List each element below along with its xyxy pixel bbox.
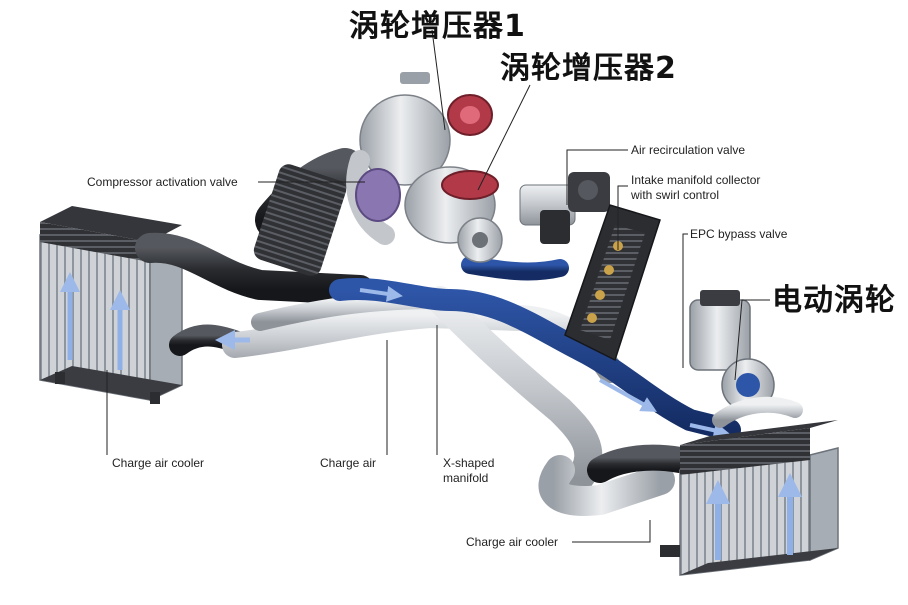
- air-recirculation-valve: [519, 172, 610, 244]
- electric-compressor: [689, 290, 803, 428]
- charge-air-channel: [329, 256, 741, 441]
- label-turbo-2: 涡轮增压器2: [500, 51, 677, 86]
- label-air-recirculation-valve: Air recirculation valve: [631, 143, 746, 157]
- label-turbo-1: 涡轮增压器1: [349, 9, 526, 44]
- label-x-manifold-line1: X-shaped: [443, 456, 495, 470]
- bottom-charge-air-cooler: [660, 420, 839, 576]
- label-charge-air-cooler-bottom: Charge air cooler: [466, 535, 559, 549]
- left-charge-air-cooler: [39, 206, 183, 404]
- label-charge-air-cooler-left: Charge air cooler: [112, 456, 205, 470]
- label-epc-bypass-valve: EPC bypass valve: [690, 227, 788, 241]
- label-compressor-activation-valve: Compressor activation valve: [87, 175, 238, 189]
- label-intake-manifold-line1: Intake manifold collector: [631, 173, 761, 187]
- label-x-manifold-line2: manifold: [443, 471, 489, 485]
- label-intake-manifold-line2: with swirl control: [631, 188, 720, 202]
- label-electric-turbo: 电动涡轮: [772, 283, 896, 318]
- leader-lines: [106, 29, 770, 543]
- label-charge-air: Charge air: [320, 456, 377, 470]
- turbocharger-assembly: [346, 72, 503, 263]
- intake-manifold: [564, 204, 661, 362]
